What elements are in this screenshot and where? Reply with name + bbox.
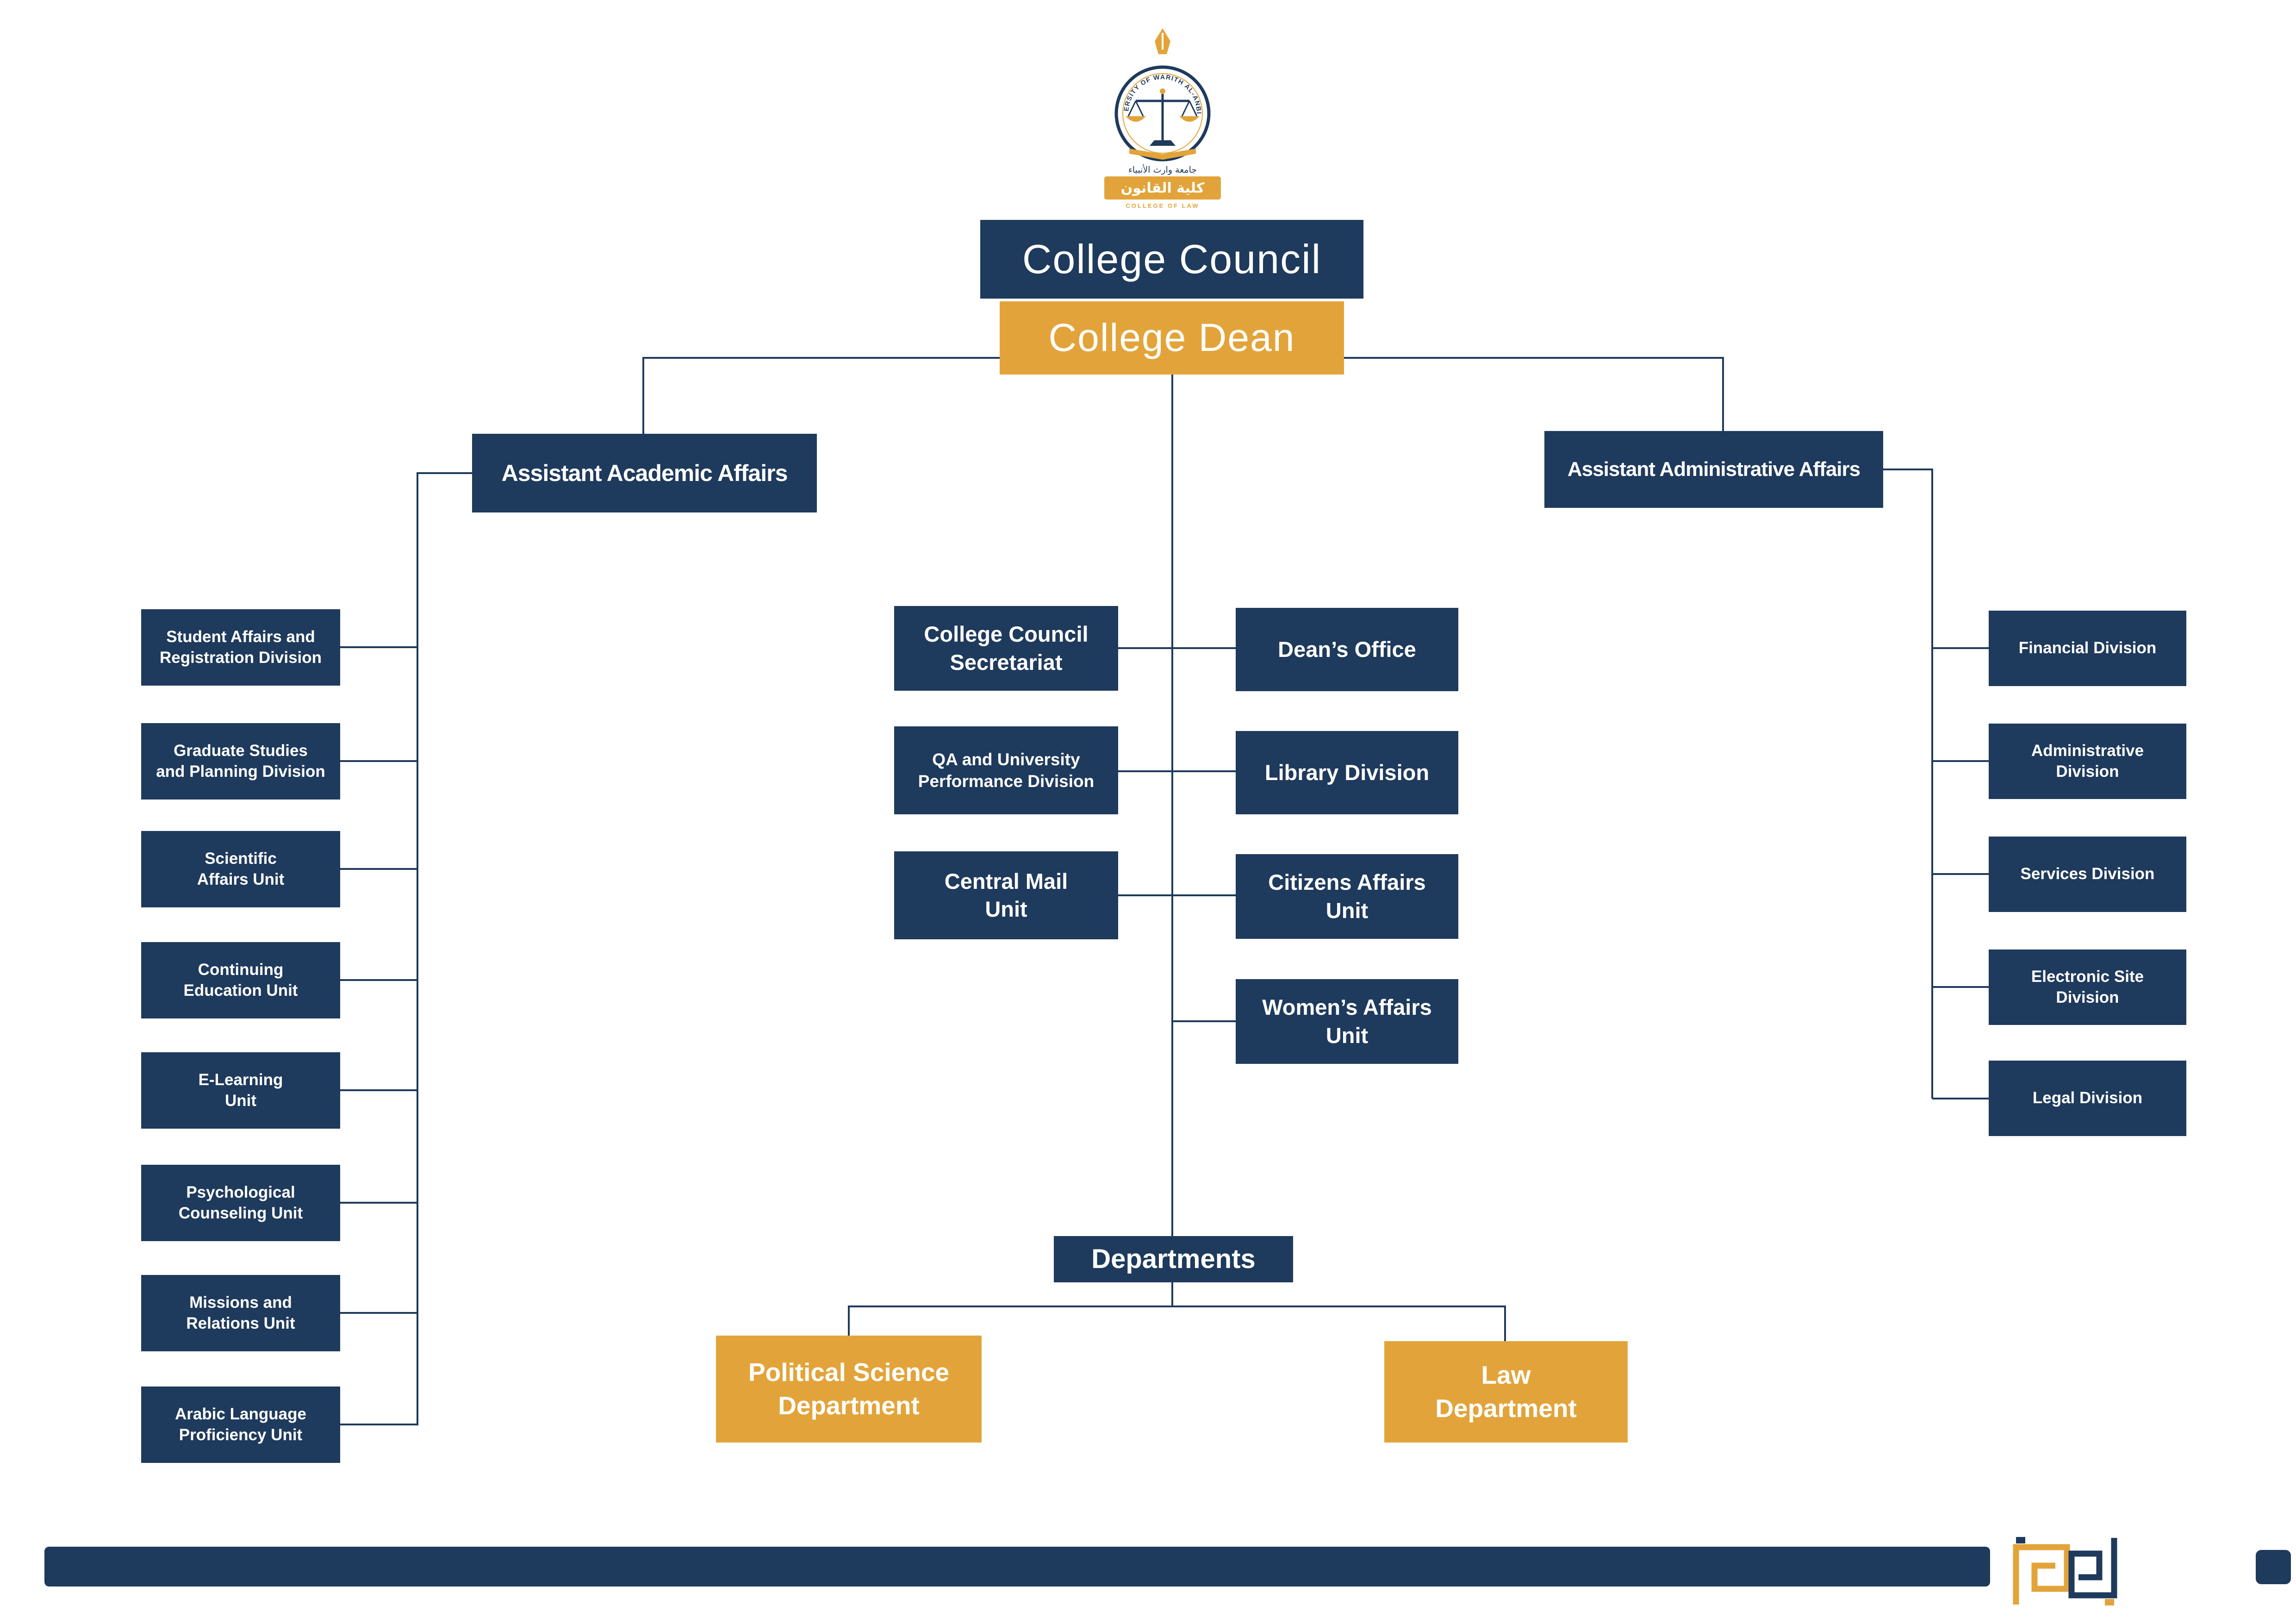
division-services: Services Division xyxy=(1989,837,2186,912)
connector-line xyxy=(340,1312,417,1314)
connector-line xyxy=(340,760,417,762)
unit-qa-university-performance: QA and University Performance Division xyxy=(894,726,1118,814)
connector-line xyxy=(340,1089,417,1091)
connector-line xyxy=(340,646,417,648)
connector-line xyxy=(642,357,1000,359)
connector-line xyxy=(1118,894,1236,896)
department-political-science: Political Science Department xyxy=(716,1336,982,1443)
unit-missions-relations: Missions and Relations Unit xyxy=(141,1275,340,1351)
connector-line xyxy=(642,357,644,436)
emblem-caption: COLLEGE OF LAW xyxy=(1126,202,1200,209)
connector-line xyxy=(849,1305,1506,1307)
emblem-university-arabic: جامعة وارث الأنبياء xyxy=(1128,164,1197,175)
college-dean-box: College Dean xyxy=(1000,301,1344,375)
connector-line xyxy=(1932,760,1989,762)
unit-college-council-secretariat: College Council Secretariat xyxy=(894,606,1118,691)
unit-continuing-education: Continuing Education Unit xyxy=(141,942,340,1018)
department-law: Law Department xyxy=(1384,1341,1628,1443)
open-book-icon xyxy=(1129,149,1196,160)
departments-header-box: Departments xyxy=(1054,1236,1293,1282)
connector-line xyxy=(417,472,418,1425)
college-council-box: College Council xyxy=(980,220,1363,299)
emblem-banner xyxy=(1104,176,1221,200)
connector-line xyxy=(1171,1020,1236,1022)
college-emblem: UNIVERSITY OF WARITH AL-ANBIYAA جامعة وا… xyxy=(1075,25,1221,209)
unit-citizens-affairs: Citizens Affairs Unit xyxy=(1236,854,1458,939)
connector-line xyxy=(1118,770,1236,772)
connector-line xyxy=(1344,357,1723,359)
unit-womens-affairs: Women’s Affairs Unit xyxy=(1236,979,1458,1064)
connector-line xyxy=(1932,873,1989,875)
connector-line xyxy=(1883,468,1933,470)
division-financial: Financial Division xyxy=(1989,611,2186,686)
connector-line xyxy=(340,1424,417,1425)
assistant-academic-affairs-box: Assistant Academic Affairs xyxy=(472,434,817,512)
connector-line xyxy=(1171,374,1173,1236)
division-legal: Legal Division xyxy=(1989,1061,2186,1136)
unit-library-division: Library Division xyxy=(1236,731,1458,814)
connector-line xyxy=(1118,647,1236,649)
connector-line xyxy=(1932,1098,1989,1099)
connector-line xyxy=(417,472,472,474)
unit-scientific-affairs: Scientific Affairs Unit xyxy=(141,831,340,907)
connector-line xyxy=(848,1305,850,1337)
unit-psychological-counseling: Psychological Counseling Unit xyxy=(141,1165,340,1241)
connector-line xyxy=(1932,986,1989,988)
footer-kufic-logo xyxy=(2013,1537,2117,1605)
unit-central-mail: Central Mail Unit xyxy=(894,851,1118,939)
unit-elearning: E-Learning Unit xyxy=(141,1052,340,1129)
connector-line xyxy=(1932,647,1989,649)
division-electronic-site: Electronic Site Division xyxy=(1989,949,2186,1025)
unit-arabic-language-proficiency: Arabic Language Proficiency Unit xyxy=(141,1387,340,1463)
emblem-banner-text: كلية القانون xyxy=(1121,180,1205,196)
connector-line xyxy=(1722,357,1724,433)
connector-line xyxy=(1504,1305,1506,1342)
connector-line xyxy=(340,868,417,870)
footer-bar xyxy=(44,1547,1990,1587)
unit-deans-office: Dean’s Office xyxy=(1236,608,1458,691)
connector-line xyxy=(1931,468,1933,1099)
footer-corner-square xyxy=(2256,1550,2291,1584)
unit-graduate-studies-planning: Graduate Studies and Planning Division xyxy=(141,723,340,800)
connector-line xyxy=(1171,1281,1173,1307)
unit-student-affairs-registration: Student Affairs and Registration Divisio… xyxy=(141,609,340,686)
connector-line xyxy=(340,1202,417,1204)
connector-line xyxy=(340,979,417,981)
assistant-administrative-affairs-box: Assistant Administrative Affairs xyxy=(1544,431,1883,508)
division-administrative: Administrative Division xyxy=(1989,724,2186,799)
scales-of-justice-icon xyxy=(1126,88,1200,146)
